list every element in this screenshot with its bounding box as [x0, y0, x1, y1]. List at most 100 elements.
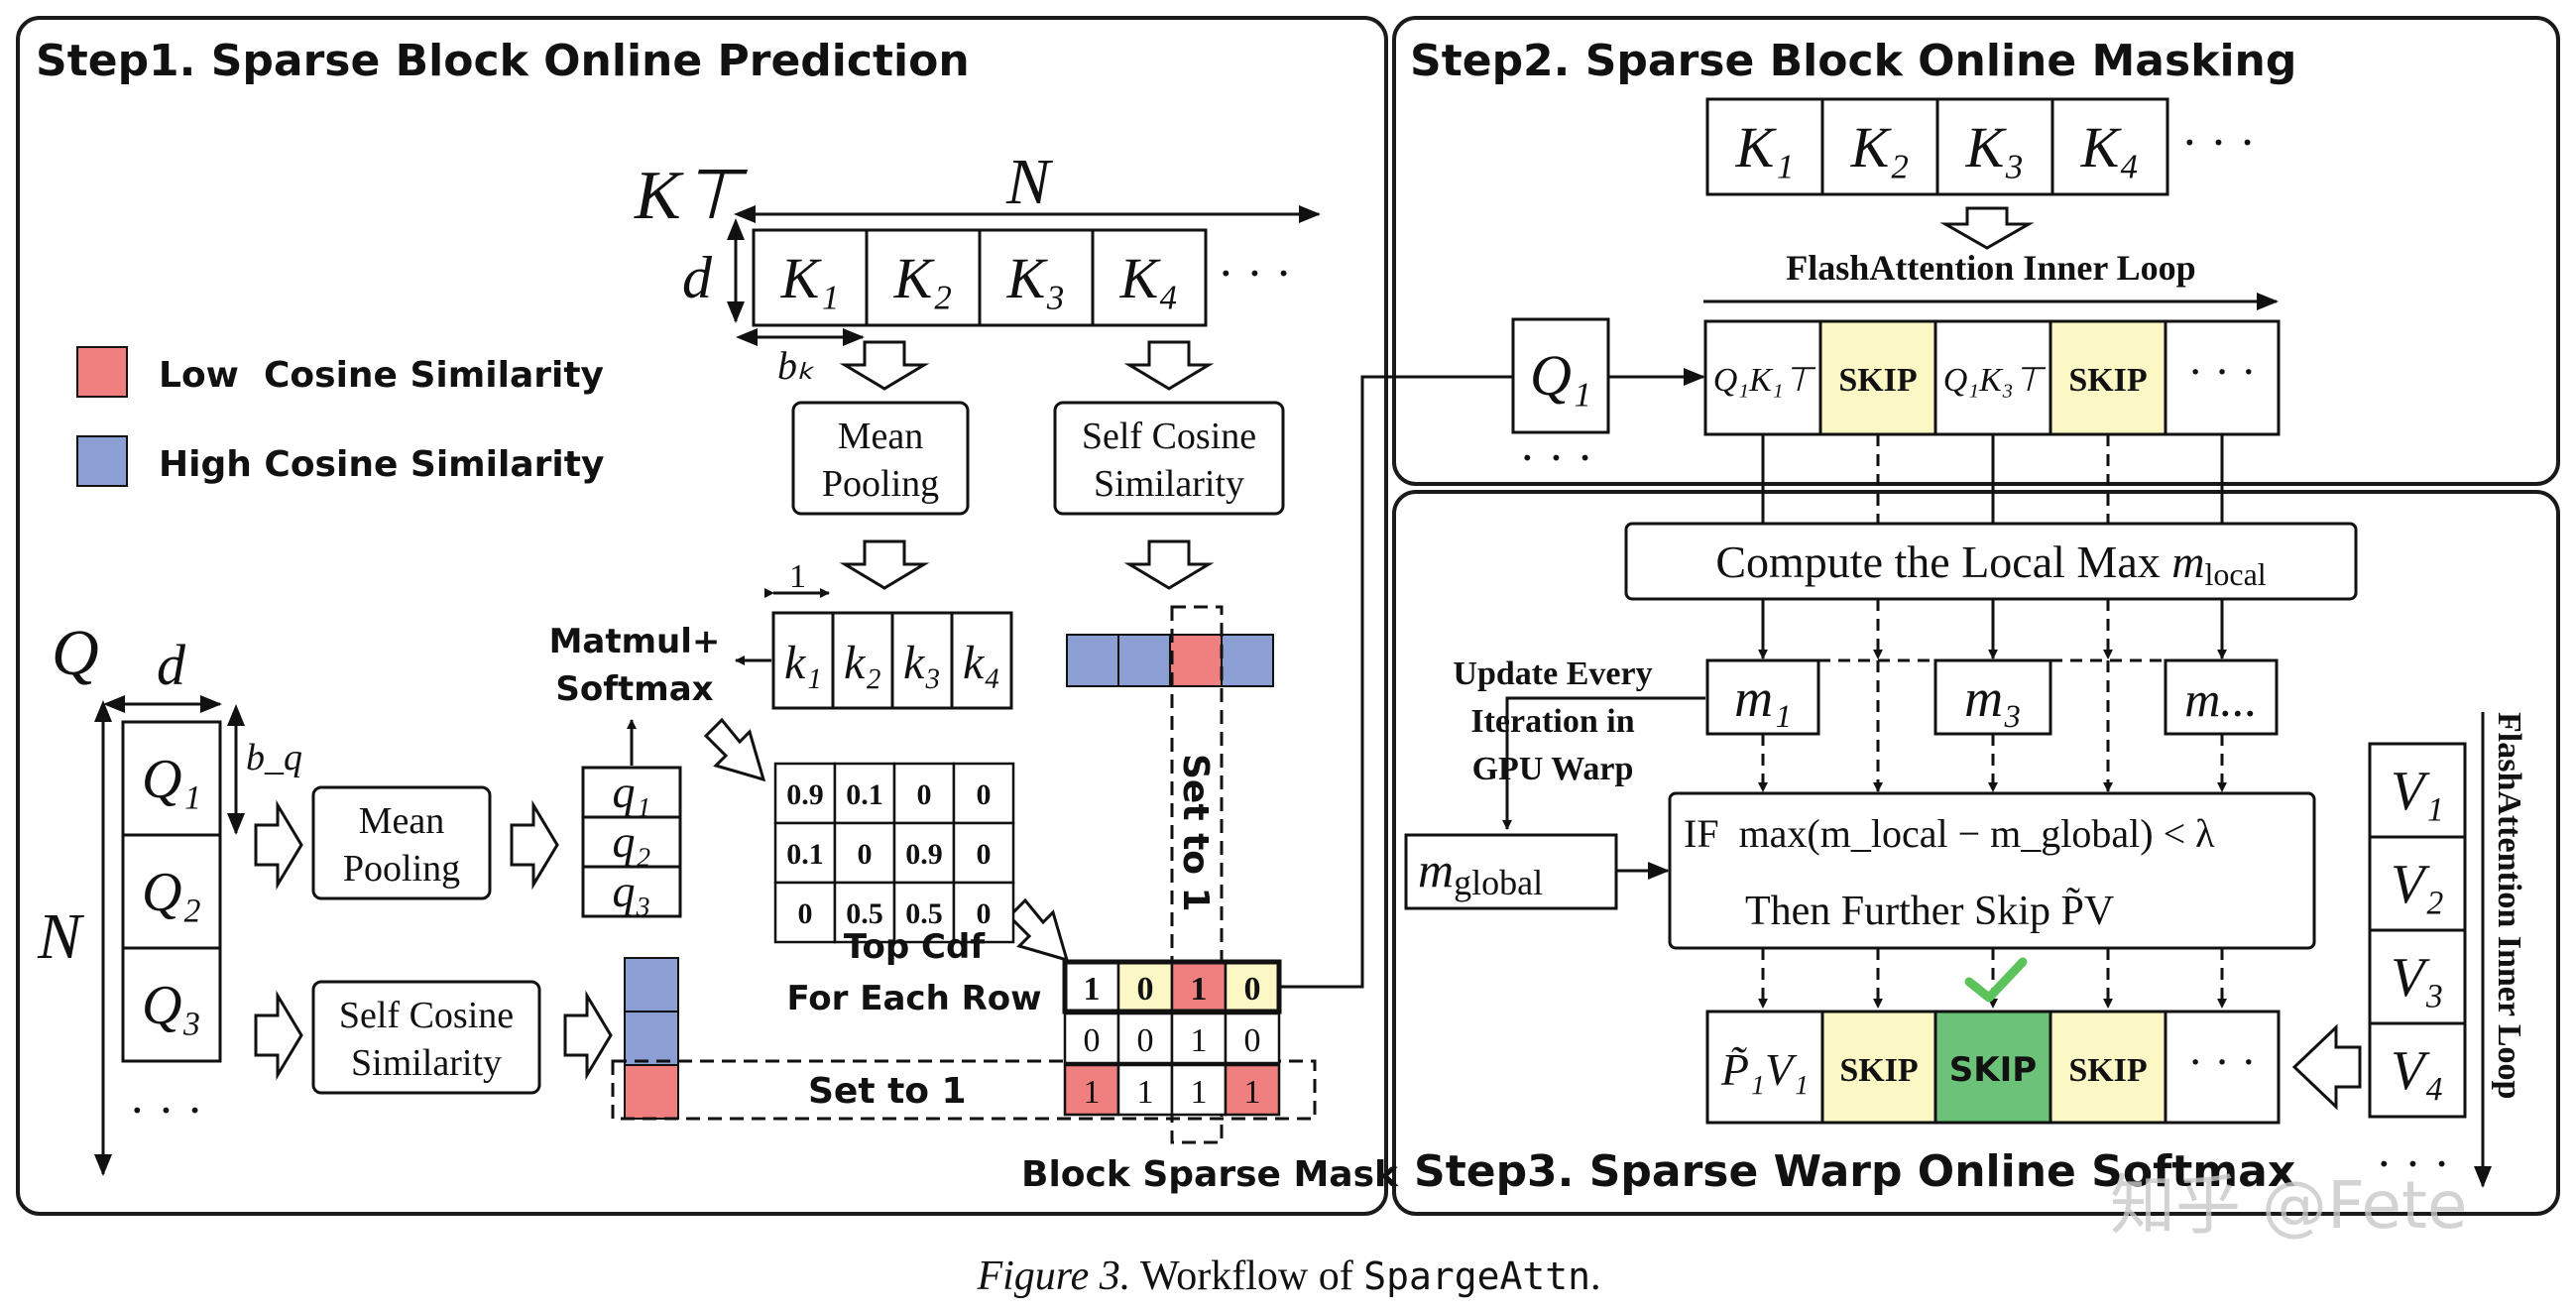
mask-value: 0: [1244, 1022, 1261, 1059]
mean-pooling-k-line2: Pooling: [822, 463, 939, 505]
k-small-row: k₁ k₂ k₃ k₄: [771, 611, 1013, 710]
q-block-3-label: Q₃: [142, 975, 201, 1036]
v-block-3-label: V₃: [2391, 947, 2444, 1009]
q-block-1-label: Q₁: [142, 749, 201, 810]
k-small-3-label: k₃: [903, 637, 941, 689]
step2-cell-ellipsis-label: · · ·: [2188, 346, 2257, 397]
step2-k-1: K₁: [1735, 115, 1795, 179]
prob-cell-1-3: [952, 821, 1015, 885]
k-block-3-label: K₃: [1006, 246, 1066, 310]
compute-local-max-prefix: Compute the Local Max: [1715, 536, 2171, 587]
caption-end: .: [1590, 1253, 1601, 1299]
out-cell-skip-2-label: SKIP: [2068, 1052, 2147, 1089]
out-cell-pv: [1705, 1010, 1824, 1125]
legend-high-swatch: [76, 435, 128, 487]
mask-cell-2-3: [1224, 1063, 1281, 1117]
check-icon: [1964, 957, 2028, 1003]
set-to-1-row-label: Set to 1: [808, 1071, 967, 1112]
out-cell-pv-label: P̃₁V₁: [1720, 1044, 1809, 1095]
step2-k-ellipsis: · · ·: [2181, 114, 2256, 170]
hollow-arrow-left: [2291, 1023, 2362, 1111]
self-cosine-q-box: [311, 980, 541, 1095]
q-small-1: [581, 766, 682, 819]
step2-q1-label: Q₁: [1530, 343, 1591, 408]
k-sim-3: [1169, 634, 1223, 687]
top-cdf-line1: Top Cdf: [844, 927, 987, 967]
m-global-label: mglobal: [1418, 842, 1543, 902]
prob-value: 0: [977, 778, 992, 811]
q-small-3: [581, 865, 682, 918]
v-block-4: [2368, 1021, 2467, 1119]
probability-matrix: 0.9 0.1 0 0 0.1 0 0.9 0 0 0.5 0.5 0: [773, 762, 1015, 944]
mean-pooling-q-line2: Pooling: [343, 848, 460, 890]
step2-q-ellipsis: · · ·: [1519, 429, 1593, 485]
k-sim-1: [1066, 634, 1119, 687]
hollow-arrow-diagonal: [703, 717, 766, 782]
q-sim-2: [624, 1011, 679, 1066]
step2-cell-skip-2: [2049, 319, 2167, 436]
update-arrow: [1502, 696, 1705, 830]
q-similarity-strip: [624, 957, 679, 1120]
set-to-1-row: [611, 1059, 1317, 1121]
legend-low-swatch: [76, 346, 128, 398]
compute-local-max-box: [1624, 522, 2358, 601]
prob-value: 0: [917, 778, 932, 811]
q-small-1-label: q₁: [613, 767, 651, 817]
hollow-arrow-diagonal: [1006, 897, 1070, 963]
mask-value: 0: [1244, 971, 1261, 1008]
step2-k-block-4: [2050, 97, 2169, 196]
step3-loop-label: FlashAttention Inner Loop: [2491, 712, 2527, 1099]
mask-value: 1: [1137, 1074, 1154, 1111]
v-block-4-label: V₄: [2391, 1040, 2444, 1102]
mask-value: 1: [1084, 1074, 1101, 1111]
hollow-arrow-down: [839, 539, 930, 590]
mask-cell-1-3: [1224, 1012, 1281, 1065]
k-sim-2: [1117, 634, 1171, 687]
prob-cell-1-2: [892, 821, 956, 885]
figure-caption: Figure 3. Workflow of SpargeAttn.: [976, 1253, 1600, 1299]
self-cosine-q-line1: Self Cosine: [339, 995, 514, 1036]
mask-caption: Block Sparse Mask: [1021, 1154, 1399, 1195]
step2-k-3: K₃: [1965, 115, 2025, 179]
k-block-4-label: K₄: [1119, 246, 1179, 310]
prob-value: 0.9: [786, 778, 824, 811]
caption-code: SpargeAttn: [1363, 1254, 1590, 1298]
prob-value: 0.1: [846, 778, 883, 811]
legend: Low Cosine Similarity High Cosine Simila…: [76, 346, 604, 487]
step1-panel: [16, 16, 1388, 1216]
set-to-1-column-label: Set to 1: [1175, 754, 1216, 912]
if-line: IF max(m_local − m_global) < λ: [1684, 811, 2215, 856]
step2-title: Step2. Sparse Block Online Masking: [1410, 36, 2296, 86]
step2-loop-label: FlashAttention Inner Loop: [1786, 248, 2195, 288]
hollow-arrow-right: [254, 799, 303, 891]
prob-cell-2-1: [833, 881, 896, 944]
hollow-arrow-down: [1123, 340, 1215, 391]
k-similarity-strip: [1066, 634, 1274, 687]
q-sim-3: [624, 1064, 679, 1120]
top-cdf-line2: For Each Row: [786, 979, 1041, 1018]
m3-label: m₃: [1964, 668, 2022, 728]
q-block-column: Q₁ Q₂ Q₃ · · ·: [121, 720, 222, 1137]
out-cell-skip-2: [2049, 1010, 2167, 1125]
mask-value: 1: [1084, 971, 1101, 1008]
mean-pooling-k-line1: Mean: [838, 416, 924, 457]
step2-k-row: K₁ K₂ K₃ K₄ · · ·: [1705, 97, 2256, 196]
self-cosine-k-line2: Similarity: [1094, 463, 1244, 505]
k-small-2-label: k₂: [844, 637, 881, 689]
bq-label: b_q: [246, 737, 302, 778]
step2-cell-skip-1-label: SKIP: [1838, 362, 1917, 399]
prob-cell-0-1: [833, 762, 896, 825]
prob-cell-0-3: [952, 762, 1015, 825]
k-block-2: [865, 228, 982, 327]
caption-text: Workflow of: [1130, 1253, 1363, 1299]
prob-value: 0.5: [846, 897, 883, 930]
step2-cell-qk1: [1703, 319, 1822, 436]
m-global-box: [1404, 833, 1618, 910]
prob-value: 0: [798, 897, 813, 930]
out-cell-ellipsis: [2164, 1010, 2281, 1125]
step2-cell-qk3-label: Q₁K₃⊤: [1943, 362, 2047, 399]
prob-value: 0: [977, 897, 992, 930]
m-global-m: m: [1418, 842, 1454, 897]
q-block-2-label: Q₂: [142, 862, 201, 923]
mask-cell-1-2: [1170, 1012, 1228, 1065]
